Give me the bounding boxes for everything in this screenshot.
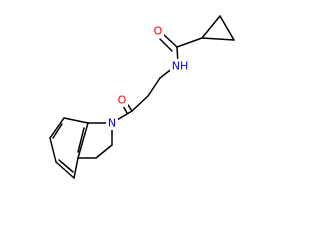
bond-c8-c7 xyxy=(49,117,65,139)
molecule-structure: O NH O N xyxy=(49,15,235,179)
cyclopropane-ring xyxy=(201,15,235,41)
bond-ch2-ch2 xyxy=(147,77,161,97)
atom-o-amide: O xyxy=(152,24,164,38)
bond-c7-c6 xyxy=(49,137,57,163)
bond-arom-inner-1 xyxy=(77,127,85,153)
bond-c8a-c4a xyxy=(77,122,89,159)
atom-label-nh-amide: NH xyxy=(172,60,189,73)
bond-arom-inner-3 xyxy=(58,159,74,173)
atom-nh-amide: NH xyxy=(170,59,190,73)
tetrahydroquinoline xyxy=(49,117,113,179)
atom-label-n-ring: N xyxy=(108,117,116,130)
bond-cp-carbonyl xyxy=(176,37,203,48)
atom-label-o-ketone: O xyxy=(118,94,127,107)
atom-label-o-amide: O xyxy=(154,25,163,38)
atom-n-ring: N xyxy=(106,116,118,130)
bond-c2-c3 xyxy=(95,144,113,159)
bond-c5-c4a xyxy=(73,157,79,179)
bond-arom-inner-2 xyxy=(52,123,63,139)
bond-amide-co-1 xyxy=(162,33,178,48)
bond-amide-co-2 xyxy=(159,38,173,52)
atom-o-ketone: O xyxy=(116,93,128,107)
bond-c8a-c8 xyxy=(63,117,89,124)
bond-cp-3 xyxy=(201,15,221,39)
bond-cp-2 xyxy=(219,15,235,41)
bond-cp-1 xyxy=(201,37,235,41)
bond-c6-c5 xyxy=(55,161,75,179)
bond-ch2-ketone xyxy=(131,95,149,112)
